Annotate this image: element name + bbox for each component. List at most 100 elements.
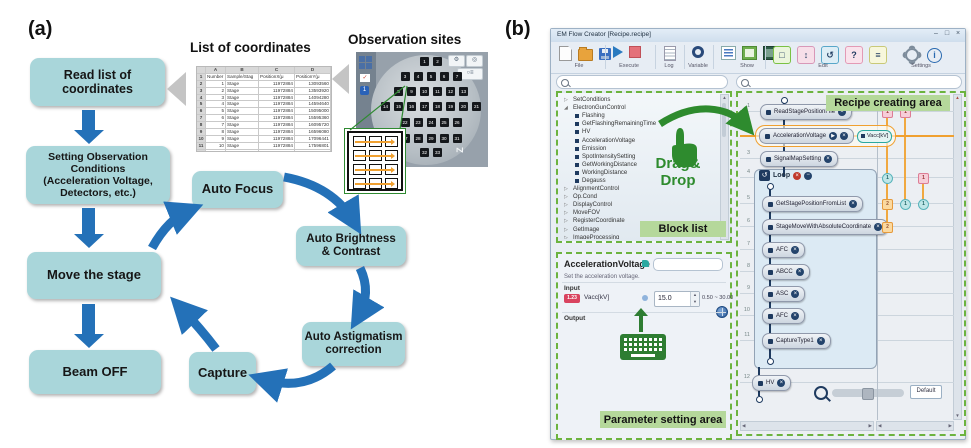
- tree-item-emission[interactable]: Emission: [561, 145, 720, 153]
- minimize-button[interactable]: –: [934, 30, 938, 37]
- tree-item-movefov[interactable]: ▷MoveFOV: [561, 209, 720, 217]
- loop-delete-button[interactable]: ×: [793, 171, 802, 180]
- loop-collapse-button[interactable]: −: [804, 171, 813, 180]
- branch-block-icon[interactable]: ↕: [797, 46, 815, 64]
- scroll-right-icon[interactable]: ▶: [948, 423, 952, 428]
- tree-item-setconditions[interactable]: ▷SetConditions: [561, 96, 720, 104]
- block-delete-button[interactable]: ×: [816, 337, 825, 345]
- tree-item-degauss[interactable]: Degauss: [561, 177, 720, 185]
- tree-item-getflashingremainingtime[interactable]: GetFlashingRemainingTime: [561, 120, 720, 128]
- recipe-hscrollbar-left[interactable]: ◀ ▶: [740, 421, 874, 431]
- tree-item-hv[interactable]: HV: [561, 128, 720, 136]
- tree-collapsed-icon[interactable]: ▷: [564, 202, 568, 209]
- user-block-icon[interactable]: ≡: [869, 46, 887, 64]
- tree-collapsed-icon[interactable]: ▷: [564, 218, 568, 225]
- tree-item-getworkingdistance[interactable]: GetWorkingDistance: [561, 161, 720, 169]
- tree-item-registercoordinate[interactable]: ▷RegisterCoordinate: [561, 217, 720, 225]
- settings-gear-icon[interactable]: [905, 48, 919, 62]
- help-block-icon[interactable]: ?: [845, 46, 863, 64]
- recipe-block-accelerationvoltage[interactable]: AccelerationVoltage▶×: [759, 128, 855, 144]
- spin-up-icon[interactable]: ▲: [691, 292, 699, 299]
- scroll-up-icon[interactable]: ▲: [955, 95, 960, 100]
- stop-icon[interactable]: [629, 46, 641, 58]
- tree-item-electronguncontrol[interactable]: ◢ElectronGunControl: [561, 104, 720, 112]
- tree-collapsed-icon[interactable]: ▷: [564, 234, 568, 239]
- tree-item-workingdistance[interactable]: WorkingDistance: [561, 169, 720, 177]
- close-button[interactable]: ×: [955, 30, 961, 37]
- block-delete-button[interactable]: ×: [791, 290, 800, 298]
- repeat-block-icon[interactable]: ↺: [821, 46, 839, 64]
- window-titlebar[interactable]: EM Flow Creator [Recipe.recipe] – □ ×: [551, 29, 965, 43]
- recipe-block-stagemovewithabsolutecoordinate[interactable]: StageMoveWithAbsoluteCoordinate×: [762, 219, 889, 235]
- recipe-block-getstagepositionfromlist[interactable]: GetStagePositionFromList×: [762, 196, 864, 212]
- zoom-default-button[interactable]: Default: [910, 385, 942, 399]
- block-delete-button[interactable]: ×: [840, 132, 849, 140]
- tree-collapsed-icon[interactable]: ▷: [564, 186, 568, 193]
- loop-block-icon[interactable]: □: [773, 46, 791, 64]
- recipe-block-afc[interactable]: AFC×: [762, 242, 805, 258]
- open-folder-icon[interactable]: [578, 47, 593, 61]
- block-delete-button[interactable]: ×: [874, 223, 883, 231]
- block-run-button[interactable]: ▶: [829, 132, 838, 140]
- maximize-button[interactable]: □: [944, 30, 950, 37]
- tree-item-alignmentcontrol[interactable]: ▷AlignmentControl: [561, 185, 720, 193]
- tree-item-spotintensitysetting[interactable]: SpotIntensitySetting: [561, 153, 720, 161]
- tree-item-accelerationvoltage[interactable]: AccelerationVoltage: [561, 136, 720, 144]
- info-icon[interactable]: [927, 47, 942, 63]
- block-delete-button[interactable]: ×: [838, 108, 847, 116]
- block-list-scrollbar[interactable]: ▲ ▼: [720, 94, 729, 240]
- connector-node[interactable]: 1: [900, 198, 911, 210]
- recipe-search-input[interactable]: [736, 75, 962, 89]
- variable-chip[interactable]: Vacc[kV]: [857, 129, 893, 143]
- recipe-vscrollbar[interactable]: ▲ ▼: [953, 94, 962, 420]
- tree-item-op.cond[interactable]: ▷Op.Cond: [561, 193, 720, 201]
- scroll-thumb[interactable]: [722, 103, 726, 137]
- loop-header[interactable]: ↺Loop×−: [759, 170, 813, 181]
- scroll-left-icon[interactable]: ◀: [878, 423, 882, 428]
- connector-node[interactable]: 1: [882, 172, 893, 184]
- recipe-block-signalmapsetting[interactable]: SignalMapSetting×: [760, 151, 839, 167]
- parameter-name-input[interactable]: [653, 258, 723, 271]
- show-list-icon[interactable]: [721, 46, 736, 60]
- zoom-slider-handle[interactable]: [862, 388, 874, 400]
- spin-down-icon[interactable]: ▼: [691, 299, 699, 306]
- spinner[interactable]: ▲▼: [690, 292, 699, 306]
- connector-node[interactable]: 1: [918, 172, 929, 184]
- tree-item-displaycontrol[interactable]: ▷DisplayControl: [561, 201, 720, 209]
- block-search-input[interactable]: [556, 75, 728, 89]
- block-delete-button[interactable]: ×: [777, 379, 786, 387]
- log-icon[interactable]: [664, 46, 676, 61]
- recipe-block-abcc[interactable]: ABCC×: [762, 264, 810, 280]
- tree-collapsed-icon[interactable]: ▷: [564, 97, 568, 104]
- tree-item-imageprocessing[interactable]: ▷ImageProcessing: [561, 234, 720, 239]
- scroll-up-icon[interactable]: ▲: [722, 95, 727, 100]
- tree-collapsed-icon[interactable]: ▷: [564, 226, 568, 233]
- tree-collapsed-icon[interactable]: ▷: [564, 210, 568, 217]
- connector-node[interactable]: 1: [918, 198, 929, 210]
- zoom-icon[interactable]: [814, 386, 828, 400]
- vacc-input[interactable]: 15.0 ▲▼: [654, 291, 700, 307]
- block-delete-button[interactable]: ×: [824, 155, 833, 163]
- block-delete-button[interactable]: ×: [791, 312, 799, 320]
- new-file-icon[interactable]: [559, 46, 572, 61]
- tree-collapsed-icon[interactable]: ▷: [564, 194, 568, 201]
- scroll-left-icon[interactable]: ◀: [742, 423, 746, 428]
- show-image-icon[interactable]: [742, 46, 757, 60]
- recipe-block-afc[interactable]: AFC×: [762, 308, 805, 324]
- tree-expanded-icon[interactable]: ◢: [564, 105, 568, 112]
- connector-node[interactable]: 2: [882, 221, 893, 233]
- recipe-block-hv[interactable]: HV×: [752, 375, 792, 391]
- recipe-block-capturetype1[interactable]: CaptureType1×: [762, 333, 831, 349]
- vacc-value[interactable]: 15.0: [658, 295, 672, 302]
- variable-icon[interactable]: [692, 46, 704, 58]
- run-icon[interactable]: [613, 46, 623, 58]
- tree-item-flashing[interactable]: Flashing: [561, 112, 720, 120]
- block-delete-button[interactable]: ×: [849, 200, 858, 208]
- recipe-block-asc[interactable]: ASC×: [762, 286, 806, 302]
- selected-block-row[interactable]: AccelerationVoltage▶×Vacc[kV]: [755, 125, 897, 147]
- recipe-hscrollbar-right[interactable]: ◀ ▶: [876, 421, 954, 431]
- connector-node[interactable]: 2: [882, 198, 893, 210]
- recipe-block-readstagepositionfile[interactable]: ReadStagePositionFile×: [760, 104, 853, 120]
- block-delete-button[interactable]: ×: [795, 268, 804, 276]
- scroll-right-icon[interactable]: ▶: [868, 423, 872, 428]
